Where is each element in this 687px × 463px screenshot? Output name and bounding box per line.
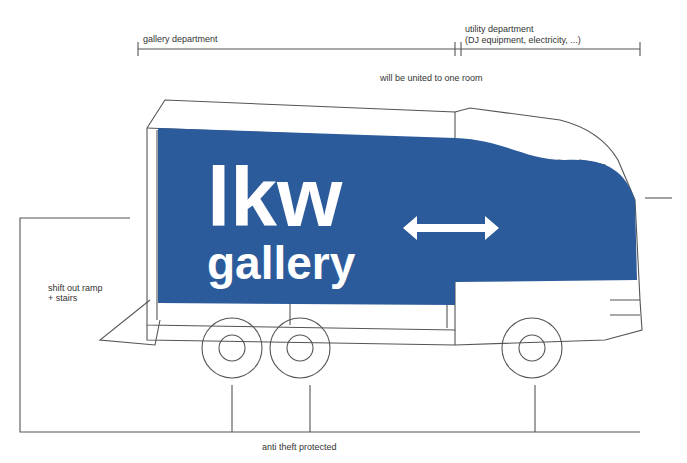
note: will be united to one room xyxy=(380,73,483,83)
wheel xyxy=(202,318,262,378)
wheel xyxy=(502,318,562,378)
double-arrow xyxy=(403,216,499,240)
callout-label: shift out ramp + stairs xyxy=(48,283,110,304)
hub xyxy=(219,335,245,361)
leader-line xyxy=(645,197,672,198)
wheel xyxy=(270,318,330,378)
logo-word: lkw xyxy=(207,155,342,239)
logo-subword: gallery xyxy=(207,240,355,286)
logo-band: lkwgallery xyxy=(155,120,645,310)
callout-label: anti theft protected xyxy=(262,442,337,452)
section-note: (DJ equipment, electricity, ...) xyxy=(465,35,581,45)
ramp xyxy=(100,300,160,345)
band-fill xyxy=(158,128,637,305)
grille xyxy=(610,300,640,315)
section-label: gallery department xyxy=(143,34,218,44)
leader-line xyxy=(232,385,535,432)
section-label: utility department xyxy=(465,24,534,34)
hub xyxy=(287,335,313,361)
hub xyxy=(519,335,545,361)
